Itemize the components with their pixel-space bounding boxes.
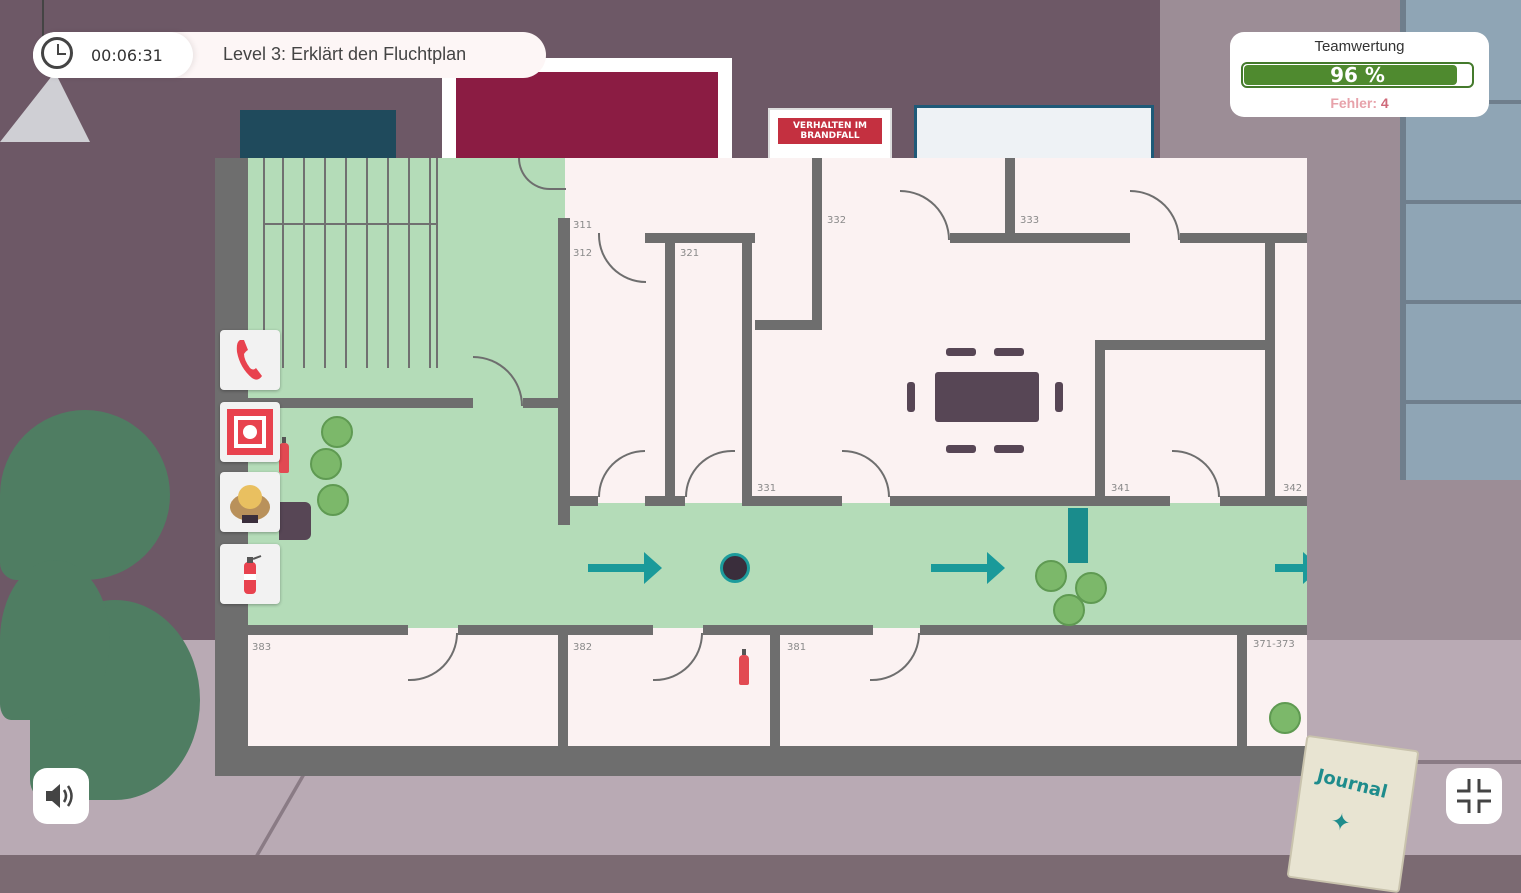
chair — [946, 348, 976, 356]
escape-arrow — [1275, 552, 1307, 584]
door — [598, 233, 646, 283]
poster-fire-text: VERHALTEN IM BRANDFALL — [778, 118, 882, 144]
door — [653, 633, 703, 681]
door — [842, 450, 890, 497]
plant[interactable] — [1269, 702, 1301, 734]
room-label: 332 — [827, 215, 847, 226]
staircase — [263, 158, 438, 368]
tool-phone[interactable] — [220, 330, 280, 390]
escape-route-corridor — [215, 503, 1307, 628]
room-label: 342 — [1283, 483, 1303, 494]
player-avatar[interactable] — [720, 553, 750, 583]
tool-extinguisher[interactable] — [220, 544, 280, 604]
plant[interactable] — [1053, 594, 1085, 626]
room-label: 321 — [680, 248, 700, 259]
team-score-panel: Teamwertung 96 % Fehler: 4 — [1230, 32, 1489, 117]
error-label: Fehler: — [1330, 95, 1377, 111]
bird-icon: ✦ — [1328, 807, 1353, 838]
room-label: 381 — [787, 642, 807, 653]
journal-button[interactable]: Journal ✦ — [1286, 734, 1420, 893]
ceiling-lamp — [0, 72, 90, 142]
room-label: 382 — [573, 642, 593, 653]
tool-person[interactable] — [220, 472, 280, 532]
plant[interactable] — [310, 448, 342, 480]
escape-arrow — [931, 552, 1005, 584]
timer: 00:06:31 — [91, 46, 163, 65]
door — [408, 633, 458, 681]
desk — [279, 502, 311, 540]
level-title: Level 3: Erklärt den Fluchtplan — [223, 44, 467, 64]
fire-extinguisher[interactable] — [739, 649, 749, 685]
plant[interactable] — [1075, 572, 1107, 604]
tool-fire-alarm[interactable] — [220, 402, 280, 462]
sound-button[interactable] — [33, 768, 89, 824]
chair — [907, 382, 915, 412]
room-label: 341 — [1111, 483, 1131, 494]
door — [685, 450, 735, 497]
plant-leaf — [0, 560, 110, 720]
escape-floor-plan[interactable]: 311 312 321 332 333 331 341 342 383 382 … — [215, 158, 1307, 776]
clock-icon — [41, 37, 73, 69]
room-label: 311 — [573, 220, 593, 231]
door — [900, 190, 950, 240]
plant[interactable] — [317, 484, 349, 516]
door — [598, 450, 645, 497]
door — [1130, 190, 1180, 240]
error-counter: Fehler: 4 — [1230, 95, 1489, 111]
score-bar-fill — [1244, 65, 1458, 85]
fire-extinguisher[interactable] — [279, 437, 289, 473]
room-label: 383 — [252, 642, 272, 653]
room-label: 371-373 — [1253, 639, 1295, 650]
plant-leaf — [0, 410, 170, 580]
speaker-icon — [46, 784, 73, 808]
fire-alarm-icon — [227, 409, 273, 455]
exit-fullscreen-button[interactable] — [1446, 768, 1502, 824]
chair — [994, 348, 1024, 356]
score-title: Teamwertung — [1314, 38, 1405, 55]
plant[interactable] — [1035, 560, 1067, 592]
error-count: 4 — [1380, 95, 1389, 111]
score-percent: 96 % — [1330, 63, 1385, 87]
room-label: 331 — [757, 483, 777, 494]
chair — [994, 445, 1024, 453]
level-header: 00:06:31 Level 3: Erklärt den Fluchtplan — [33, 32, 546, 78]
door — [870, 633, 920, 681]
chair — [946, 445, 976, 453]
escape-arrow — [588, 552, 662, 584]
journal-label: Journal — [1314, 765, 1390, 803]
phone-icon — [236, 340, 262, 380]
fire-extinguisher-icon — [244, 555, 262, 594]
collapse-icon — [1457, 779, 1491, 813]
plant[interactable] — [321, 416, 353, 448]
chair — [1055, 382, 1063, 412]
score-bar: 96 % — [1241, 62, 1474, 88]
meeting-table — [935, 372, 1039, 422]
door — [1172, 450, 1220, 497]
room-label: 333 — [1020, 215, 1040, 226]
person-icon — [230, 485, 270, 523]
timer-pill: 00:06:31 — [33, 32, 193, 78]
room-label: 312 — [573, 248, 593, 259]
